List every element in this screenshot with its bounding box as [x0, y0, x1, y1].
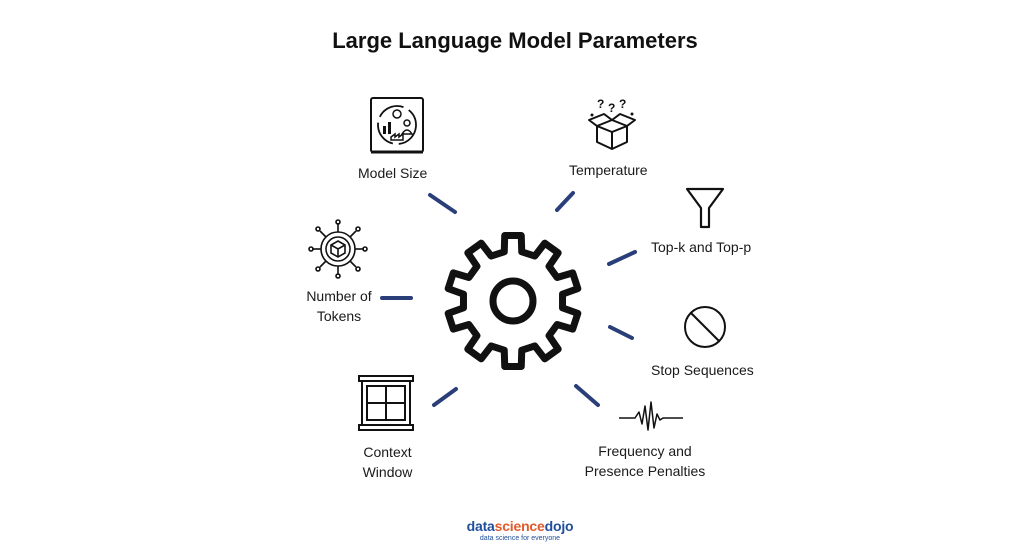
label-context-window: Context Window [345, 442, 430, 482]
connector-stop [608, 325, 634, 340]
connector-top-k [607, 250, 637, 266]
svg-text:?: ? [597, 97, 604, 111]
label-frequency-presence-line2: Presence Penalties [584, 463, 706, 479]
connector-temperature [555, 191, 575, 212]
logo-tagline: data science for everyone [479, 535, 561, 542]
diagram-title: Large Language Model Parameters [332, 28, 698, 53]
token-chip-icon [308, 219, 368, 279]
model-size-icon [370, 97, 424, 154]
logo-wordmark: datasciencedojo [455, 518, 585, 534]
svg-text:?: ? [608, 101, 615, 115]
connector-penalties [574, 384, 600, 407]
gear-icon [444, 232, 582, 370]
window-icon [358, 375, 414, 431]
label-context-window-line1: Context [363, 444, 412, 460]
logo-part-dojo: dojo [544, 518, 574, 534]
label-context-window-line2: Window [362, 464, 413, 480]
logo-part-data: data [466, 518, 495, 534]
label-number-of-tokens-line2: Tokens [316, 308, 362, 324]
connector-context [432, 387, 458, 407]
svg-text:?: ? [619, 97, 626, 111]
datasciencedojo-logo: datasciencedojo data science for everyon… [455, 518, 585, 542]
connector-model-size [428, 193, 457, 214]
label-frequency-presence-line1: Frequency and [598, 443, 692, 459]
stop-icon [684, 306, 726, 348]
label-stop-sequences: Stop Sequences [651, 362, 754, 378]
mystery-box-icon: ? ? ? [588, 97, 636, 150]
label-temperature: Temperature [569, 162, 648, 178]
label-model-size: Model Size [358, 165, 428, 181]
waveform-icon [619, 401, 683, 431]
label-number-of-tokens-line1: Number of [306, 288, 372, 304]
label-frequency-presence: Frequency and Presence Penalties [570, 441, 720, 481]
funnel-icon [685, 187, 725, 229]
label-number-of-tokens: Number of Tokens [295, 286, 383, 326]
label-top-k-top-p: Top-k and Top-p [651, 239, 752, 255]
logo-part-science: science [494, 518, 545, 534]
